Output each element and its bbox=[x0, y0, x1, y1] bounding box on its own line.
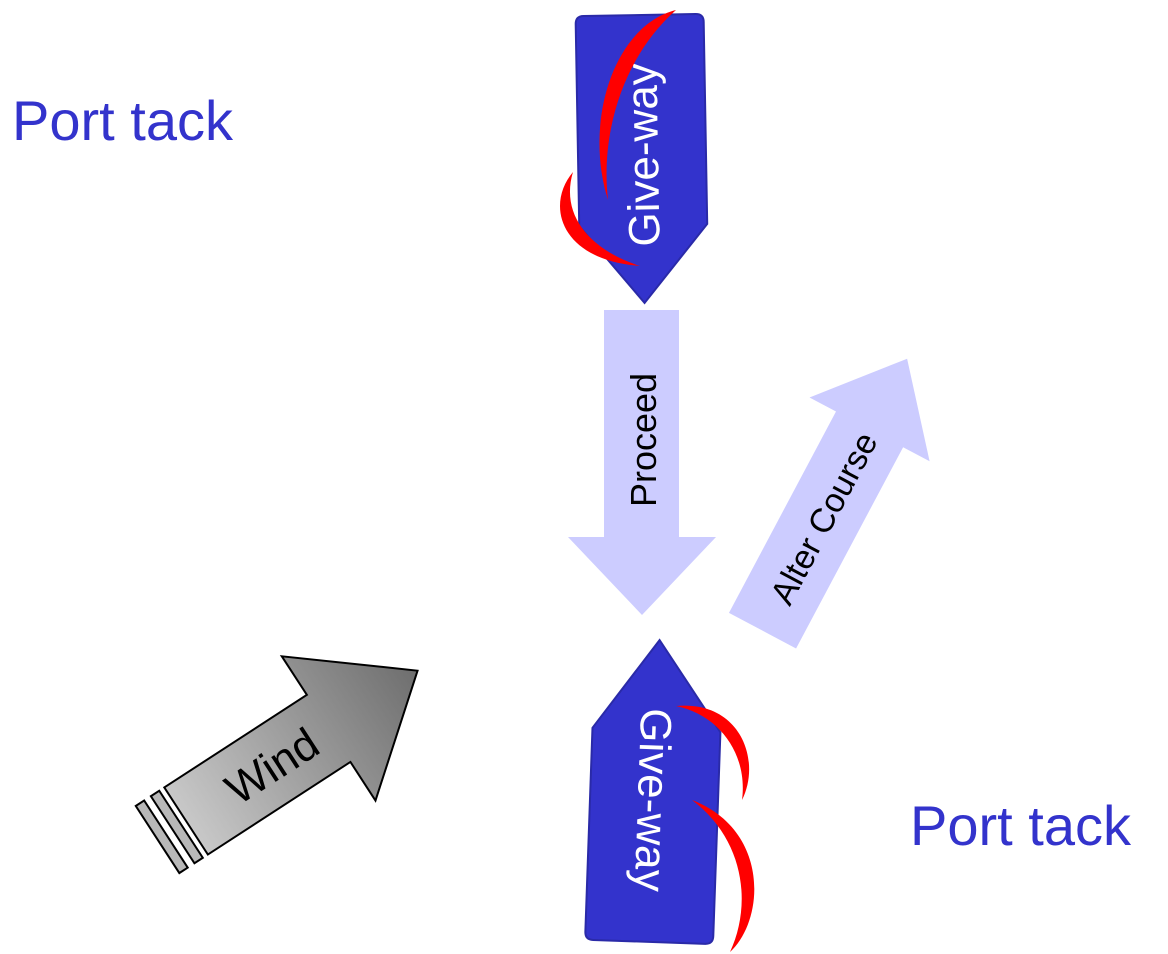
wind-arrow: Wind bbox=[134, 655, 419, 875]
sail-bottom-upper bbox=[676, 705, 750, 800]
sail-top-lower bbox=[560, 172, 640, 266]
proceed-label: Proceed bbox=[623, 373, 664, 507]
sail-top-upper bbox=[599, 10, 676, 200]
wind-tail-bar-1 bbox=[149, 789, 205, 865]
alter-course-arrow: Alter Course bbox=[728, 358, 930, 649]
give-way-boat-top: Give-way bbox=[574, 13, 709, 305]
sail-bottom-lower bbox=[692, 800, 755, 952]
port-tack-label-bottom: Port tack bbox=[910, 794, 1132, 857]
boat-label-bottom: Give-way bbox=[625, 707, 680, 892]
give-way-boat-bottom: Give-way bbox=[584, 638, 722, 945]
wind-tail-bar-2 bbox=[134, 799, 190, 875]
boat-hull-bottom bbox=[584, 638, 722, 945]
alter-course-arrow-shape bbox=[728, 358, 930, 649]
boat-label-top: Give-way bbox=[617, 63, 669, 247]
wind-arrow-shape bbox=[162, 655, 419, 856]
proceed-arrow-shape bbox=[568, 310, 716, 615]
port-tack-label-top: Port tack bbox=[12, 89, 234, 152]
proceed-arrow: Proceed bbox=[568, 310, 716, 615]
